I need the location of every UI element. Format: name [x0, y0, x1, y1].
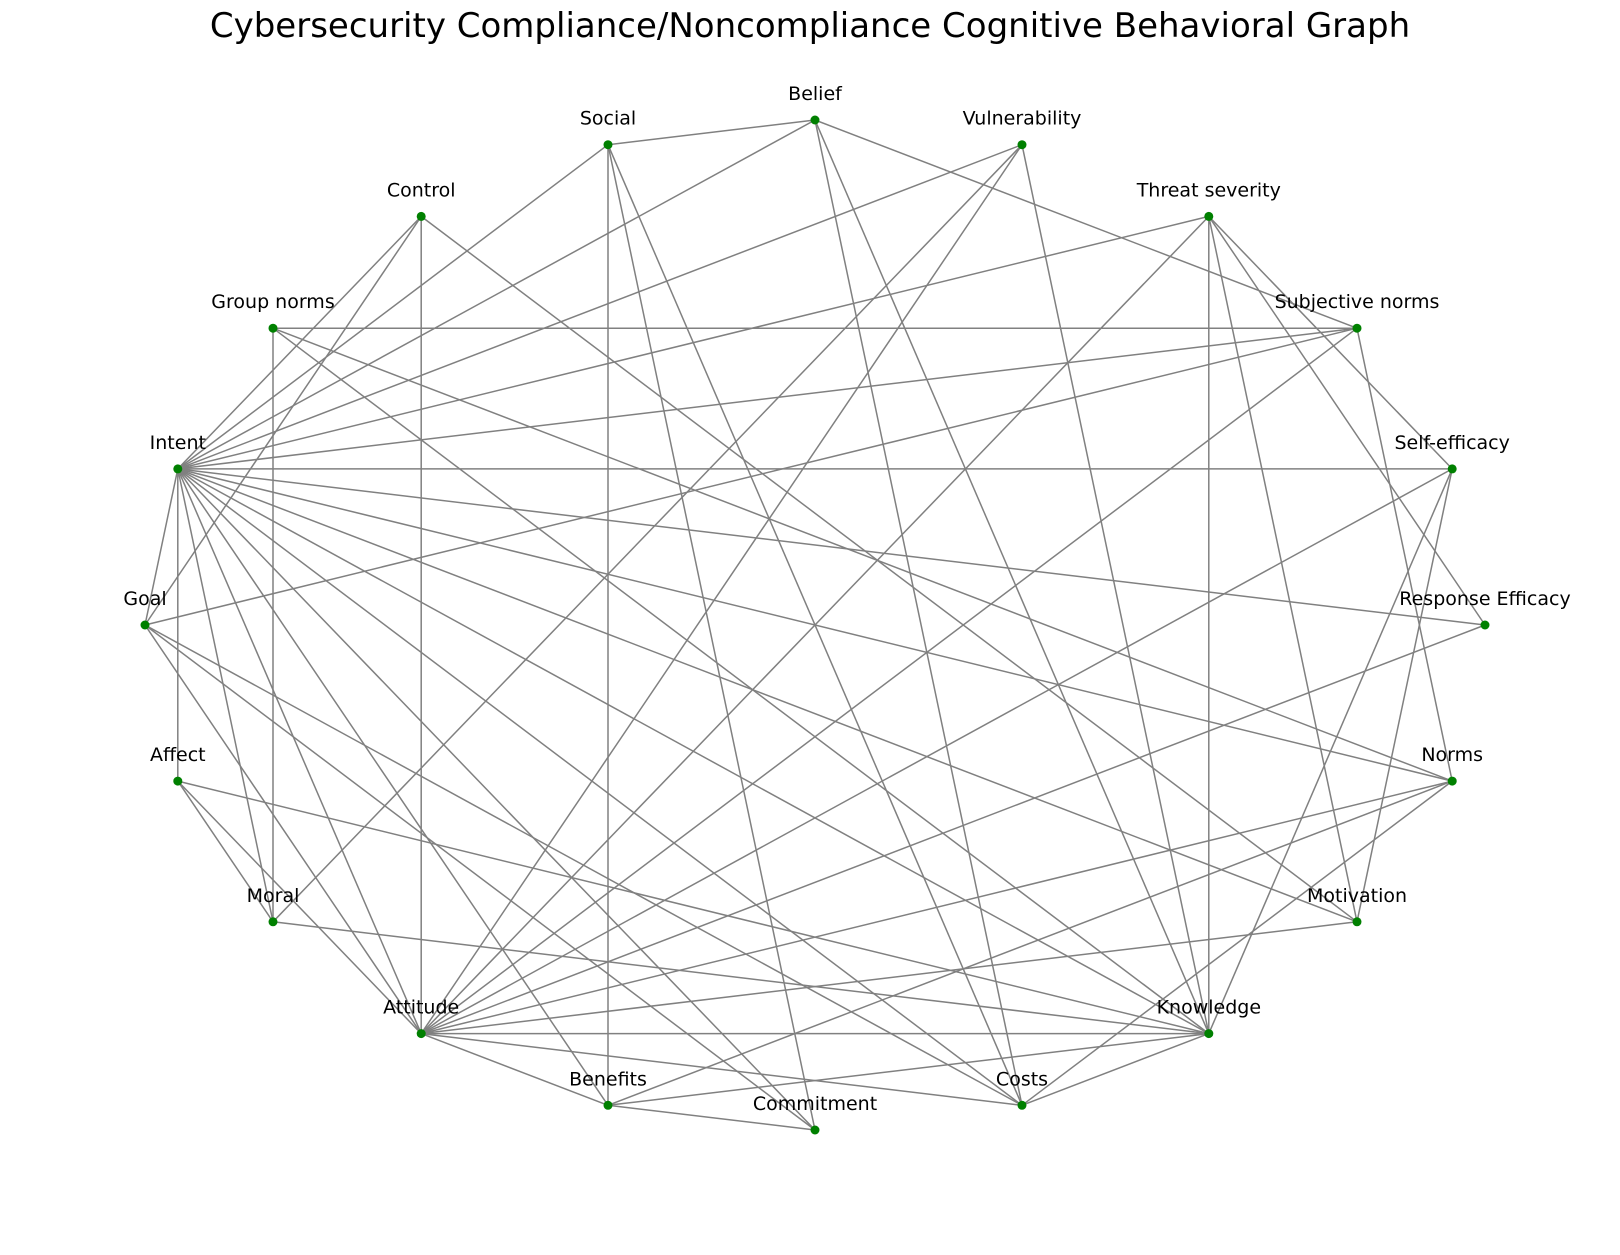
edge-benefits-commitment	[607, 1104, 816, 1131]
node-label-benefits: Benefits	[569, 1068, 647, 1090]
edge-knowledge-costs	[1021, 1032, 1210, 1107]
edge-belief-costs	[814, 119, 1023, 1106]
node-belief	[810, 115, 820, 125]
edge-affect-knowledge	[177, 780, 1209, 1035]
edge-self-efficacy-motivation	[1356, 468, 1453, 922]
edge-intent-response-efficacy	[177, 468, 1486, 626]
edge-intent-costs	[177, 468, 1023, 1106]
edge-group-norms-norms	[272, 327, 1453, 782]
node-threat-severity	[1204, 211, 1214, 221]
edge-belief-subjective-norms	[814, 119, 1358, 329]
edge-subjective-norms-norms	[1356, 328, 1453, 782]
node-label-attitude: Attitude	[383, 997, 459, 1019]
node-label-social: Social	[580, 108, 636, 130]
node-moral	[268, 917, 278, 927]
edge-attitude-benefits	[420, 1032, 609, 1107]
node-response-efficacy	[1480, 620, 1490, 630]
node-vulnerability	[1017, 140, 1027, 150]
node-subjective-norms	[1352, 323, 1362, 333]
edge-self-efficacy-knowledge	[1208, 468, 1453, 1034]
edge-belief-knowledge	[814, 119, 1210, 1034]
edge-goal-control	[144, 215, 422, 626]
edge-intent-belief	[177, 119, 816, 470]
edge-intent-goal	[144, 468, 179, 626]
edge-intent-subjective-norms	[177, 327, 1358, 470]
edge-control-motivation	[420, 215, 1358, 923]
edge-intent-moral	[177, 468, 274, 922]
edge-threat-severity-motivation	[1208, 216, 1358, 922]
graph-title: Cybersecurity Compliance/Noncompliance C…	[210, 6, 1410, 46]
node-label-control: Control	[387, 179, 456, 201]
edge-threat-severity-attitude	[420, 215, 1210, 1035]
node-label-subjective-norms: Subjective norms	[1275, 291, 1440, 313]
edge-goal-attitude	[144, 624, 422, 1035]
node-label-group-norms: Group norms	[211, 291, 334, 313]
edge-intent-motivation	[177, 468, 1358, 923]
node-label-norms: Norms	[1421, 744, 1483, 766]
node-knowledge	[1204, 1029, 1214, 1039]
node-label-moral: Moral	[247, 885, 300, 907]
node-social	[603, 140, 613, 150]
edge-social-commitment	[607, 144, 816, 1131]
node-label-response-efficacy: Response Efficacy	[1399, 588, 1570, 610]
node-affect	[173, 776, 183, 786]
node-label-vulnerability: Vulnerability	[963, 108, 1082, 130]
edge-threat-severity-response-efficacy	[1208, 215, 1486, 626]
node-costs	[1017, 1100, 1027, 1110]
node-motivation	[1352, 917, 1362, 927]
node-commitment	[810, 1125, 820, 1135]
node-goal	[140, 620, 150, 630]
edge-social-belief	[607, 119, 816, 146]
node-attitude	[416, 1029, 426, 1039]
edge-group-norms-knowledge	[272, 327, 1210, 1035]
edge-intent-attitude	[177, 468, 422, 1034]
node-self-efficacy	[1447, 464, 1457, 474]
edge-norms-costs	[1021, 780, 1453, 1106]
edge-intent-benefits	[177, 468, 609, 1106]
graph-edges	[144, 119, 1486, 1131]
edge-intent-control	[177, 215, 422, 470]
node-label-self-efficacy: Self-efficacy	[1395, 432, 1510, 454]
edge-norms-attitude	[421, 780, 1453, 1035]
node-label-intent: Intent	[150, 432, 206, 454]
node-label-goal: Goal	[123, 588, 166, 610]
edge-vulnerability-attitude	[420, 144, 1023, 1035]
edge-threat-severity-self-efficacy	[1208, 215, 1453, 470]
node-label-motivation: Motivation	[1307, 885, 1407, 907]
node-control	[416, 211, 426, 221]
edge-knowledge-benefits	[607, 1032, 1209, 1107]
node-benefits	[603, 1100, 613, 1110]
edge-vulnerability-knowledge	[1021, 144, 1210, 1034]
graph-nodes	[140, 115, 1490, 1135]
node-label-costs: Costs	[996, 1068, 1048, 1090]
edge-affect-attitude	[177, 780, 422, 1035]
edge-motivation-attitude	[421, 921, 1358, 1035]
node-group-norms	[268, 323, 278, 333]
edge-intent-commitment	[177, 468, 816, 1131]
edge-intent-vulnerability	[177, 143, 1023, 470]
node-label-commitment: Commitment	[753, 1093, 877, 1115]
edge-norms-benefits	[607, 780, 1453, 1107]
node-intent	[173, 464, 183, 474]
edge-moral-vulnerability	[272, 144, 1023, 923]
edge-affect-moral	[177, 780, 274, 923]
node-label-belief: Belief	[788, 83, 843, 105]
edge-self-efficacy-attitude	[420, 468, 1453, 1035]
node-label-knowledge: Knowledge	[1157, 997, 1261, 1019]
edge-response-efficacy-attitude	[420, 624, 1486, 1035]
node-label-threat-severity: Threat severity	[1136, 179, 1281, 201]
edge-subjective-norms-attitude	[420, 327, 1358, 1035]
node-label-affect: Affect	[150, 744, 206, 766]
edge-moral-knowledge	[272, 921, 1209, 1035]
edge-attitude-costs	[421, 1032, 1023, 1107]
edge-intent-social	[177, 144, 609, 470]
node-norms	[1447, 776, 1457, 786]
edge-goal-commitment	[144, 624, 816, 1131]
